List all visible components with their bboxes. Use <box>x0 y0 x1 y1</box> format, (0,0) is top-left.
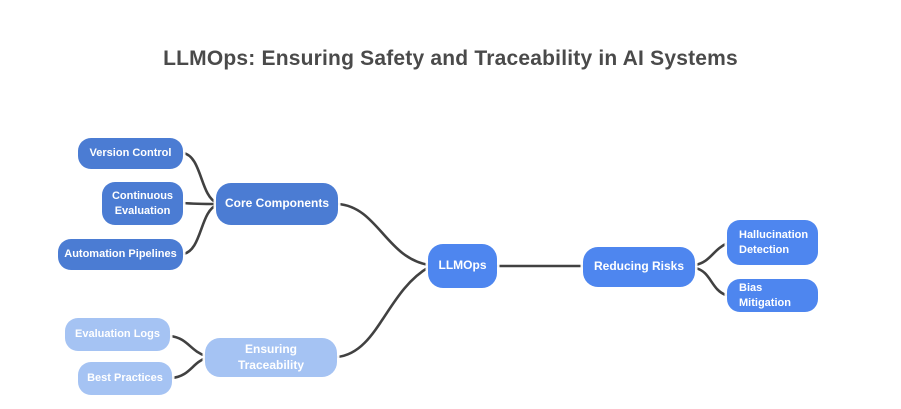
node-ensuring-traceability[interactable]: Ensuring Traceability <box>205 338 337 377</box>
node-label: Continuous Evaluation <box>111 189 174 217</box>
edge-core-components-llmops <box>336 202 431 267</box>
node-label: LLMOps <box>438 258 487 273</box>
node-label: Bias Mitigation <box>739 281 791 309</box>
node-bias-mitigation[interactable]: Bias Mitigation <box>727 279 818 312</box>
edge-version-control-core-components <box>181 151 219 205</box>
edge-continuous-evaluation-core-components <box>181 201 219 206</box>
edge-automation-pipelines-core-components <box>181 203 219 256</box>
node-continuous-evaluation[interactable]: Continuous Evaluation <box>102 182 183 225</box>
node-label: Reducing Risks <box>593 259 685 274</box>
node-hallucination-detection[interactable]: Hallucination Detection <box>727 220 818 265</box>
edge-best-practices-ensuring-traceability <box>170 356 208 380</box>
node-label: Hallucination Detection <box>739 228 809 256</box>
node-reducing-risks[interactable]: Reducing Risks <box>583 247 695 287</box>
node-label: Evaluation Logs <box>75 328 160 341</box>
node-evaluation-logs[interactable]: Evaluation Logs <box>65 318 170 351</box>
node-version-control[interactable]: Version Control <box>78 138 183 169</box>
edge-ensuring-traceability-llmops <box>335 265 431 359</box>
node-label: Core Components <box>224 196 329 211</box>
node-best-practices[interactable]: Best Practices <box>78 362 172 395</box>
node-label: Version Control <box>89 147 172 160</box>
edge-reducing-risks-bias-mitigation <box>693 266 728 297</box>
edge-evaluation-logs-ensuring-traceability <box>168 334 208 358</box>
node-llmops-root[interactable]: LLMOps <box>428 244 497 288</box>
edge-reducing-risks-hallucination-detection <box>693 241 730 267</box>
node-core-components[interactable]: Core Components <box>216 183 338 225</box>
node-automation-pipelines[interactable]: Automation Pipelines <box>58 239 183 270</box>
diagram-title: LLMOps: Ensuring Safety and Traceability… <box>163 47 738 70</box>
node-label: Ensuring Traceability <box>237 341 305 372</box>
node-label: Automation Pipelines <box>64 248 177 261</box>
node-label: Best Practices <box>87 372 163 385</box>
